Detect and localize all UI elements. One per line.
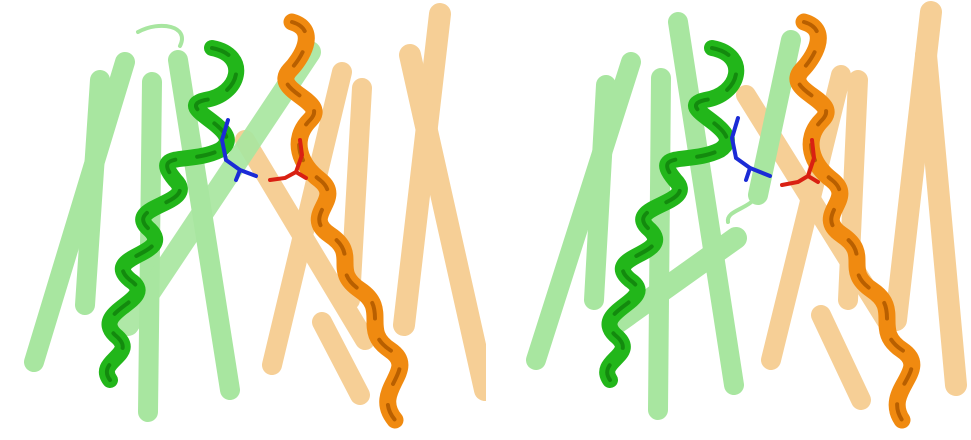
structure-panel-left bbox=[0, 0, 486, 440]
structure-right-svg bbox=[486, 0, 971, 440]
green-cylinders bbox=[536, 22, 791, 410]
structure-panel-right bbox=[486, 0, 971, 440]
structure-left-svg bbox=[0, 0, 486, 440]
